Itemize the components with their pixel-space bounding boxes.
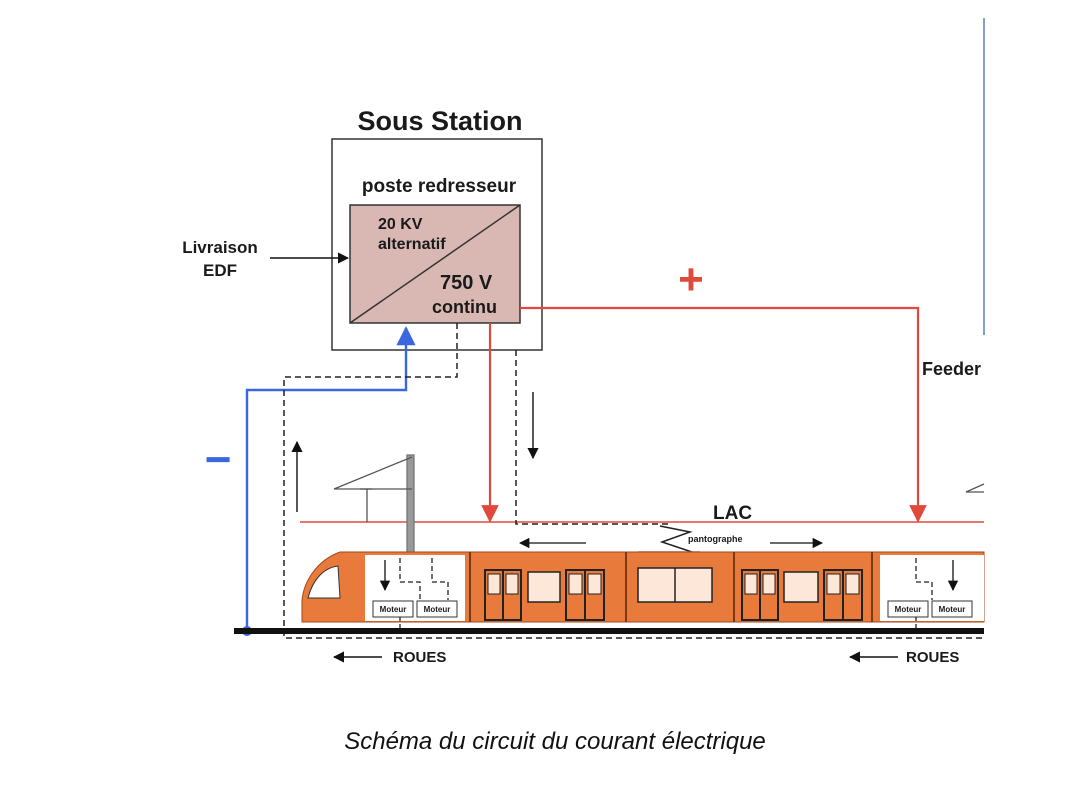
current-flow-path <box>283 323 984 639</box>
motor-label: Moteur <box>939 605 966 614</box>
ac-type-label: alternatif <box>378 236 446 253</box>
ac-voltage-label: 20 KV <box>378 216 423 233</box>
diagram-caption: Schéma du circuit du courant électrique <box>344 728 766 755</box>
catenary-mast-icon <box>333 454 415 554</box>
input-label-line1: Livraison <box>182 238 258 257</box>
positive-feeder-line <box>520 306 927 523</box>
wheels-label-right: ROUES <box>906 649 959 666</box>
dc-type-label: continu <box>432 297 497 317</box>
motor-label: Moteur <box>424 605 451 614</box>
rectifier-label: poste redresseur <box>362 176 517 197</box>
pantograph-label: pantographe <box>688 534 743 544</box>
wheels-label-left: ROUES <box>393 649 446 666</box>
converter-diagonal <box>349 204 521 324</box>
plus-sign: + <box>678 255 704 304</box>
motor-label: Moteur <box>380 605 407 614</box>
dc-voltage-label: 750 V <box>440 272 493 294</box>
negative-return-line <box>245 326 416 631</box>
catenary-mast-right <box>965 483 985 493</box>
motor-wiring <box>399 558 933 600</box>
lac-label: LAC <box>713 503 752 524</box>
motor-label: Moteur <box>895 605 922 614</box>
feeder-label: Feeder <box>922 359 981 379</box>
motor-icon <box>372 600 973 618</box>
input-label-line2: EDF <box>203 261 237 280</box>
substation-title: Sous Station <box>357 106 522 136</box>
minus-sign: − <box>205 433 232 485</box>
